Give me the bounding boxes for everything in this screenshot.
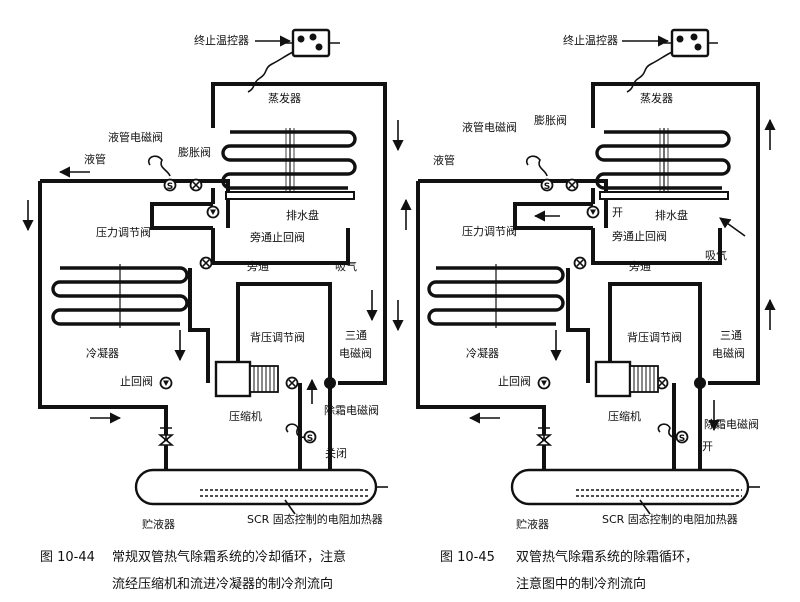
- caption-10-44: 图 10-44 常规双管热气除霜系统的冷却循环，注意 流经压缩机和流进冷凝器的制…: [40, 549, 346, 592]
- receiver-label: 贮液器: [142, 517, 175, 531]
- solenoid-coil-icon: [148, 155, 171, 177]
- open-small-label: 开: [612, 206, 623, 219]
- liquid-header: [40, 179, 230, 228]
- evap-bypass: [150, 188, 215, 230]
- bypass-label: 旁通: [629, 259, 651, 273]
- defrost-solenoid-valve: [675, 430, 689, 445]
- check-valve: [159, 376, 173, 390]
- pressure-regulating-valve: [573, 256, 587, 270]
- valve-state-label: 关闭: [325, 446, 347, 460]
- expansion-valve-label: 膨胀阀: [178, 145, 211, 159]
- compressor-icon: [594, 360, 659, 398]
- solenoid-coil-icon: [526, 155, 548, 177]
- drain-pan-label: 排水盘: [286, 208, 319, 222]
- liquid-line-label: 液管: [433, 153, 455, 167]
- defrost-solenoid-label: 除霜电磁阀: [324, 403, 379, 417]
- defrost-coil-icon: [657, 423, 677, 439]
- check-valve-label: 止回阀: [120, 374, 153, 388]
- evaporator-label: 蒸发器: [640, 91, 673, 105]
- defrost-solenoid-label: 除霜电磁阀: [704, 417, 759, 431]
- thermostat-icon: [247, 28, 340, 93]
- pressure-reg-label: 压力调节阀: [462, 224, 517, 238]
- suction-label: 吸气: [705, 248, 727, 262]
- heater-label: SCR 固态控制的电阻加热器: [247, 512, 383, 526]
- expansion-valve: [565, 178, 579, 192]
- three-way-valve: [694, 377, 706, 389]
- thermostat-label: 终止温控器: [563, 33, 618, 47]
- compressor-label: 压缩机: [608, 409, 641, 423]
- bypass-label: 旁通: [247, 259, 269, 273]
- thermostat-icon: [626, 28, 718, 93]
- receiver-tank: [134, 468, 388, 506]
- drain-pan-label: 排水盘: [655, 208, 688, 222]
- check-valve: [537, 376, 551, 390]
- liquid-solenoid-label: 液管电磁阀: [108, 130, 163, 144]
- manual-valve: [535, 427, 553, 446]
- liquid-solenoid-valve: [540, 178, 554, 193]
- caption-line-1: 常规双管热气除霜系统的冷却循环，注意: [112, 549, 346, 565]
- suction-line: [211, 82, 387, 385]
- bypass-check-valve: [206, 205, 220, 219]
- three-way-label-1: 三通: [345, 329, 367, 342]
- back-pressure-valve: [285, 376, 299, 390]
- evaporator-label: 蒸发器: [268, 91, 301, 105]
- figure-10-45: 终止温控器 蒸发器 冷凝器: [400, 28, 776, 531]
- heater-label: SCR 固态控制的电阻加热器: [602, 512, 738, 526]
- receiver-label: 贮液器: [516, 517, 549, 531]
- drain-pan: [599, 191, 729, 200]
- expansion-valve-label: 膨胀阀: [534, 113, 567, 127]
- pressure-regulating-valve: [199, 256, 213, 270]
- compressor-label: 压缩机: [229, 409, 262, 423]
- bypass-check-label: 旁通止回阀: [612, 229, 667, 243]
- liquid-solenoid-label: 液管电磁阀: [462, 120, 517, 134]
- compressor-icon: [214, 360, 279, 398]
- drain-pan: [225, 191, 355, 200]
- caption-line-1: 双管热气除霜系统的除霜循环，: [516, 549, 698, 565]
- back-pressure-label: 背压调节阀: [250, 330, 305, 344]
- caption-10-45: 图 10-45 双管热气除霜系统的除霜循环， 注意图中的制冷剂流向: [440, 549, 698, 592]
- pressure-reg-label: 压力调节阀: [96, 225, 151, 239]
- condenser-label: 冷凝器: [466, 346, 499, 360]
- three-way-valve: [324, 377, 336, 389]
- thermostat-label: 终止温控器: [194, 33, 249, 47]
- bypass-line: [211, 228, 350, 265]
- caption-line-2: 流经压缩机和流进冷凝器的制冷剂流向: [112, 576, 333, 592]
- suction-label: 吸气: [335, 259, 357, 273]
- defrost-coil-icon: [285, 423, 305, 439]
- three-way-label-2: 电磁阀: [339, 346, 372, 360]
- expansion-valve: [189, 178, 203, 192]
- caption-number: 图 10-45: [440, 550, 495, 565]
- valve-state-label: 开: [702, 440, 713, 453]
- liquid-line-label: 液管: [84, 152, 106, 166]
- bypass-check-label: 旁通止回阀: [250, 230, 305, 244]
- manual-valve: [157, 427, 175, 446]
- receiver-tank: [510, 468, 760, 506]
- three-way-label-1: 三通: [720, 329, 742, 342]
- bypass-check-valve: [586, 205, 600, 219]
- back-pressure-label: 背压调节阀: [627, 330, 682, 344]
- condenser-label: 冷凝器: [86, 346, 119, 360]
- condenser-line: [188, 268, 210, 383]
- check-valve-label: 止回阀: [498, 374, 531, 388]
- caption-number: 图 10-44: [40, 550, 95, 565]
- defrost-solenoid-valve: [303, 430, 317, 445]
- figure-10-44: 终止温控器 蒸发器 冷凝器: [22, 28, 404, 531]
- three-way-label-2: 电磁阀: [712, 346, 745, 360]
- caption-line-2: 注意图中的制冷剂流向: [516, 576, 646, 592]
- liquid-solenoid-valve: [163, 178, 177, 193]
